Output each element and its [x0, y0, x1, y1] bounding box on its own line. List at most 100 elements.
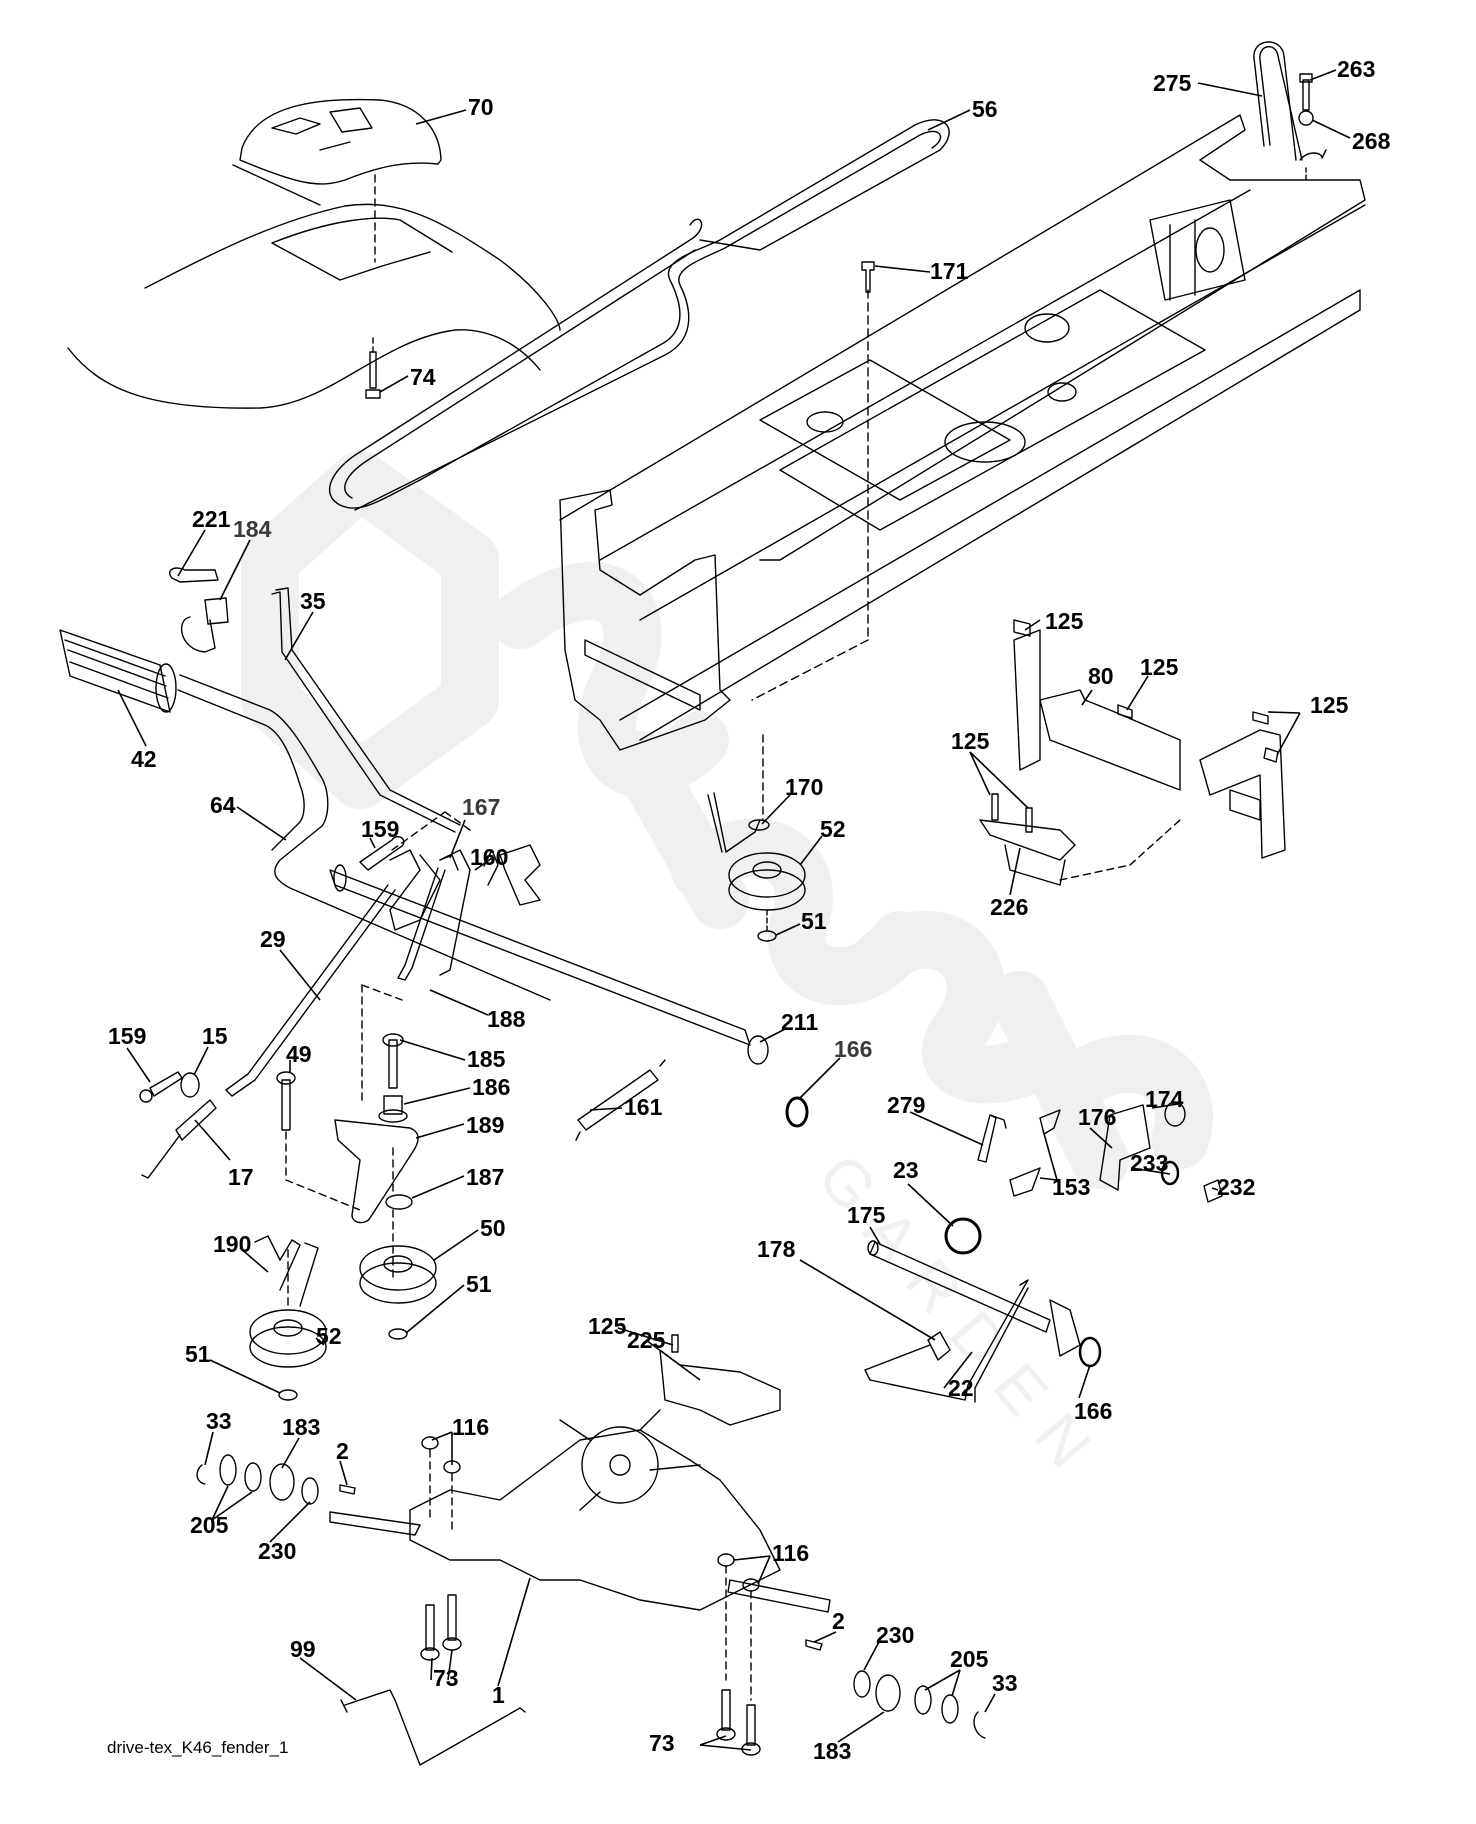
leader-line-125: [1267, 711, 1301, 714]
callout-185: 185: [467, 1046, 506, 1072]
part-275-rod: [1259, 46, 1303, 161]
leader-line-183: [281, 1437, 300, 1469]
leader-line-167: [449, 819, 466, 859]
callout-275: 275: [1153, 70, 1192, 96]
leader-line-268: [1311, 119, 1351, 139]
part-front-bracket: [559, 489, 731, 751]
leader-line-205: [211, 1491, 253, 1521]
leader-line-189: [415, 1123, 465, 1139]
leader-line-70: [415, 109, 467, 125]
part-fender: [144, 203, 561, 331]
callout-159: 159: [361, 816, 400, 842]
leader-line-188: [429, 989, 489, 1016]
leader-line-51: [405, 1284, 465, 1334]
leader-line-1: [497, 1577, 531, 1687]
leader-line-125: [969, 751, 1029, 809]
callout-52: 52: [820, 816, 846, 842]
leader-line-185: [399, 1039, 466, 1061]
callout-2: 2: [336, 1438, 349, 1464]
callout-230: 230: [876, 1622, 915, 1648]
leader-line-52: [799, 835, 823, 866]
callout-73: 73: [649, 1730, 675, 1756]
callout-211: 211: [781, 1009, 819, 1035]
leader-line-56: [927, 109, 971, 131]
leader-line-23: [907, 1183, 954, 1227]
part-175-shaft: [869, 1241, 1051, 1333]
callout-73: 73: [433, 1665, 459, 1691]
leader-line-125: [1024, 619, 1041, 631]
callout-159: 159: [108, 1023, 147, 1049]
callout-42: 42: [131, 746, 157, 772]
leader-line-15: [193, 1046, 209, 1076]
callout-268: 268: [1352, 128, 1391, 154]
leader-line-73: [430, 1657, 433, 1681]
leader-line-225: [645, 1339, 701, 1381]
callout-263: 263: [1337, 56, 1376, 82]
leader-line-159: [369, 837, 376, 849]
diagram-caption: drive-tex_K46_fender_1: [107, 1738, 289, 1757]
leader-line-221: [177, 529, 206, 577]
callout-116: 116: [452, 1414, 490, 1440]
callout-188: 188: [487, 1006, 526, 1032]
callout-166: 166: [1074, 1398, 1113, 1424]
leader-line-35: [284, 611, 314, 661]
callout-186: 186: [472, 1074, 511, 1100]
leader-line-33: [204, 1431, 214, 1466]
leader-line-211: [759, 1027, 788, 1043]
callout-187: 187: [466, 1164, 505, 1190]
leader-line-275: [1197, 82, 1263, 97]
callout-49: 49: [286, 1041, 312, 1067]
leader-line-125: [969, 751, 991, 796]
part-80-bracket: [1013, 629, 1181, 791]
part-161-spring: [577, 1069, 659, 1131]
part-225-shield: [659, 1349, 781, 1426]
callout-116: 116: [772, 1540, 810, 1566]
leader-line-166: [1078, 1364, 1091, 1399]
leader-line-17: [194, 1119, 231, 1161]
leader-line-116: [757, 1555, 771, 1585]
leader-line-175: [869, 1226, 881, 1245]
part-64-lever: [179, 674, 551, 1001]
callout-15: 15: [202, 1023, 228, 1049]
callout-125: 125: [588, 1313, 627, 1339]
callout-166: 166: [834, 1036, 873, 1062]
leader-line-263: [1309, 69, 1337, 81]
part-chassis-frame: [559, 114, 1366, 561]
leader-line-2: [339, 1460, 348, 1486]
part-50-pulley: [359, 1245, 437, 1291]
part-52-pulley: [728, 852, 806, 898]
part-17-spring: [175, 1099, 217, 1141]
callout-125: 125: [951, 728, 990, 754]
callout-178: 178: [757, 1236, 796, 1262]
leader-line-205: [211, 1485, 229, 1521]
part-23-ring: [944, 1217, 982, 1255]
leader-line-50: [433, 1229, 479, 1261]
leader-line-29: [279, 949, 321, 1001]
leader-line-42: [117, 689, 147, 747]
leader-line-171: [874, 265, 931, 273]
leader-line-230: [269, 1501, 311, 1543]
callout-70: 70: [468, 94, 494, 120]
leader-line-183: [837, 1711, 885, 1743]
leader-line-232: [1211, 1187, 1219, 1191]
leader-line-73: [447, 1649, 453, 1681]
leader-line-73: [699, 1744, 752, 1751]
leader-line-52: [315, 1337, 325, 1346]
callout-232: 232: [1217, 1174, 1256, 1200]
leader-line-184: [219, 539, 251, 601]
callout-50: 50: [480, 1215, 506, 1241]
leader-line-51: [209, 1359, 281, 1394]
callout-226: 226: [990, 894, 1029, 920]
callout-125: 125: [1310, 692, 1349, 718]
callout-174: 174: [1145, 1086, 1184, 1112]
leader-line-125: [1276, 712, 1301, 756]
leader-line-170: [761, 794, 791, 825]
callout-190: 190: [213, 1231, 252, 1257]
callout-33: 33: [992, 1670, 1018, 1696]
callout-52: 52: [316, 1323, 342, 1349]
leader-line-230: [863, 1639, 881, 1671]
part-29-rod: [225, 884, 396, 1097]
leader-line-187: [411, 1175, 465, 1199]
leader-line-176: [1089, 1127, 1113, 1149]
callout-51: 51: [185, 1341, 211, 1367]
